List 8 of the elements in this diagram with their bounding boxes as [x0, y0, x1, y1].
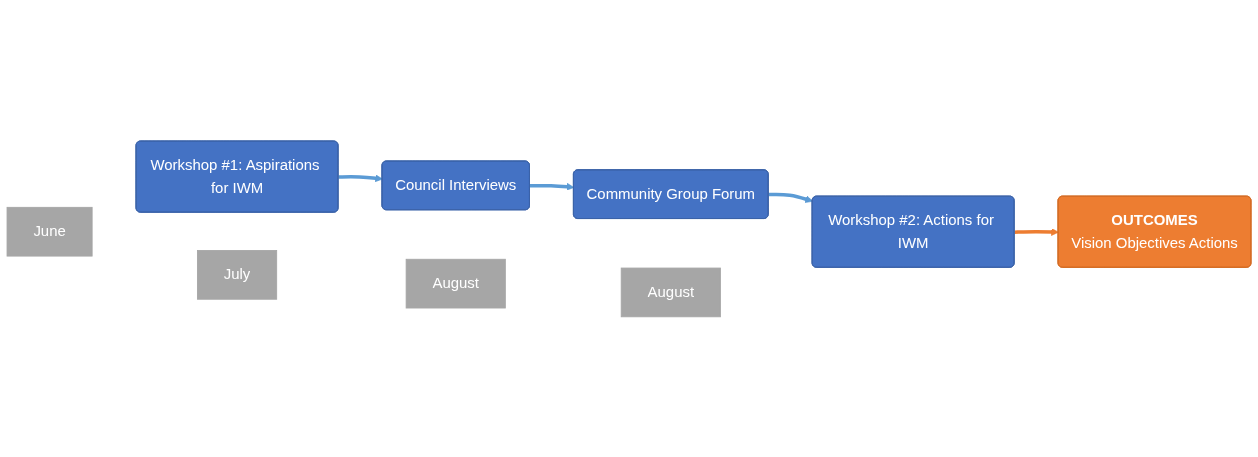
arrow: [1014, 227, 1059, 236]
arrow: [338, 174, 383, 182]
node-box: June: [6, 206, 93, 257]
node-box: July: [197, 249, 278, 300]
node-box: August: [620, 267, 721, 317]
arrow: [529, 182, 575, 191]
arrow: [768, 192, 813, 203]
node-box: August: [405, 258, 506, 309]
